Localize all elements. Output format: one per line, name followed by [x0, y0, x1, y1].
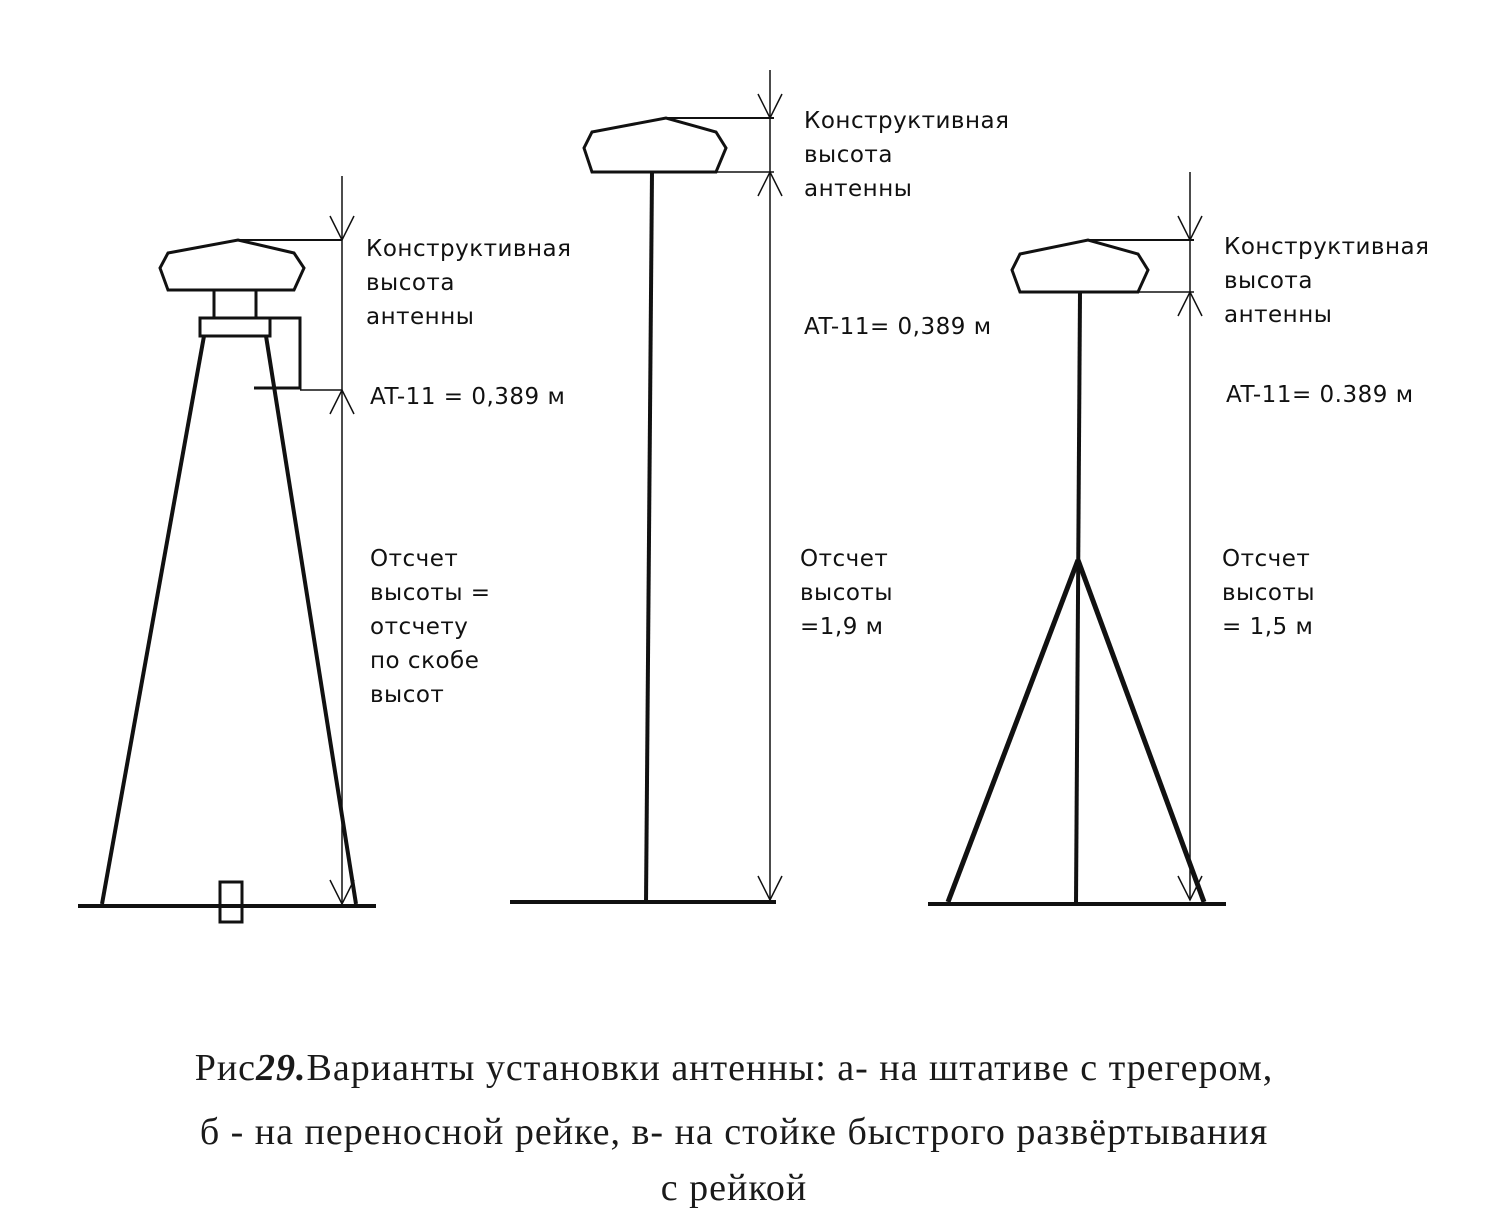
- dim-b-arrow-3: [757, 875, 783, 902]
- figure-caption: Рис29.Варианты установки антенны: а- на …: [195, 1047, 1274, 1209]
- diagram-c-bottom-label: Отсчет высоты = 1,5 м: [1222, 546, 1323, 640]
- antenna-b-icon: [582, 116, 728, 174]
- dim-b-arrow-2: [757, 170, 783, 197]
- dim-c-arrow-3: [1177, 875, 1203, 902]
- diagram-a-mid-label: AT-11 = 0,389 м: [370, 384, 565, 410]
- dim-a-arrow-1: [329, 215, 355, 242]
- antenna-a-icon: [158, 238, 306, 292]
- diagram-b-mid-label: AT-11= 0,389 м: [804, 314, 992, 340]
- dim-c-arrow-1: [1177, 215, 1203, 242]
- tripod-a-right-leg: [264, 335, 358, 905]
- diagram-b-portable-pole: Конструктивная высота антенны AT-11= 0,3…: [510, 70, 1017, 905]
- diagram-c-quick-stand: Конструктивная высота антенны AT-11= 0.3…: [928, 172, 1437, 906]
- dim-c-arrow-2: [1177, 290, 1203, 317]
- caption-number: 29.: [255, 1047, 307, 1089]
- diagram-b-top-label: Конструктивная высота антенны: [804, 108, 1017, 202]
- caption-prefix: Рис: [195, 1047, 256, 1089]
- diagram-a-top-label: Конструктивная высота антенны: [366, 236, 579, 330]
- pole-c: [1074, 291, 1082, 905]
- stand-c-right-leg: [1075, 559, 1207, 903]
- dim-a-arrow-2: [329, 388, 355, 415]
- diagram-c-top-label: Конструктивная высота антенны: [1224, 234, 1437, 328]
- ground-mark-a: [218, 880, 244, 924]
- height-hook-a: [254, 316, 302, 390]
- caption-line-3: с рейкой: [661, 1167, 807, 1209]
- pole-b: [644, 171, 654, 905]
- diagram-c-mid-label: AT-11= 0.389 м: [1226, 382, 1414, 408]
- tripod-a-left-leg: [100, 335, 206, 905]
- caption-line-2: б - на переносной рейке, в- на стойке бы…: [200, 1111, 1268, 1153]
- diagram-a-tripod-tribrach: Конструктивная высота антенны AT-11 = 0,…: [78, 176, 579, 924]
- tribrach-a: [198, 316, 272, 338]
- adapter-a: [212, 288, 258, 320]
- diagram-b-bottom-label: Отсчет высоты =1,9 м: [800, 546, 901, 640]
- caption-line-1: Рис29.Варианты установки антенны: а- на …: [195, 1047, 1274, 1089]
- diagram-a-bottom-label: Отсчет высоты = отсчету по скобе высот: [370, 546, 498, 708]
- dim-b-arrow-1: [757, 93, 783, 120]
- stand-c-left-leg: [945, 559, 1081, 903]
- antenna-c-icon: [1010, 238, 1150, 294]
- caption-line-1-text: Варианты установки антенны: а- на штатив…: [307, 1047, 1274, 1089]
- dim-a-arrow-3: [329, 879, 355, 906]
